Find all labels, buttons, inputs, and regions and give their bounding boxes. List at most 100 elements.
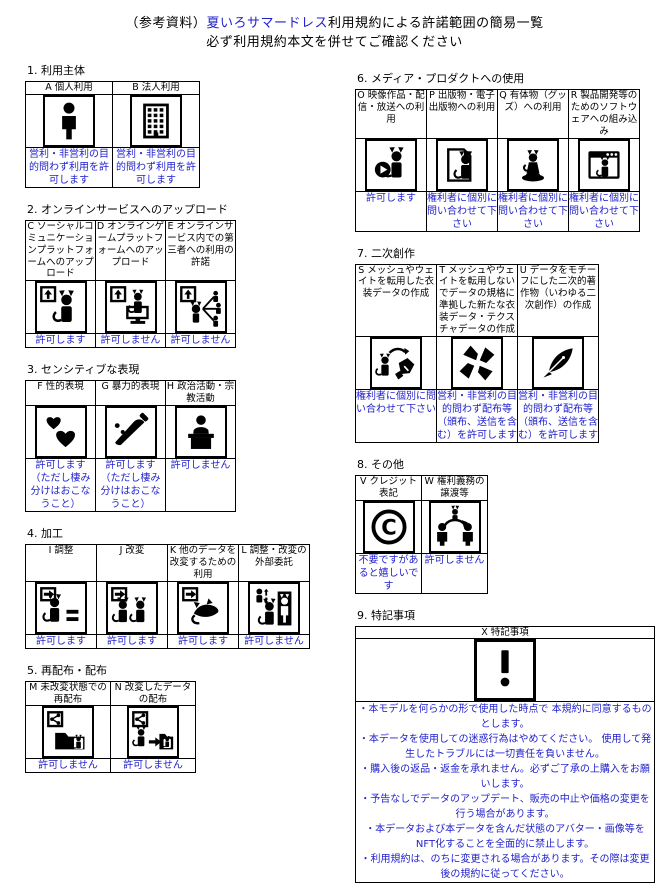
redistribute-icon <box>42 706 94 759</box>
section-label-s6: 6. メディア・プロダクトへの使用 <box>357 72 525 85</box>
section-label-s2: 2. オンラインサービスへのアップロード <box>27 202 228 216</box>
cell-icon-a <box>25 93 113 148</box>
cell-status-k: 許可します <box>167 633 239 649</box>
cell-status-m: 許可しません <box>25 758 111 774</box>
page-subtitle: 必ず利用規約本文を併せてご確認ください <box>206 35 463 50</box>
cell-header-c: C ソーシャルコミュニケーションプラットフォームへのアップロード <box>25 219 96 282</box>
cell-status-g: 許可します（ただし棲み分けはおこなうこと） <box>95 458 166 512</box>
software-icon <box>578 138 630 191</box>
page-title: （参考資料）夏いろサマードレス利用規約による許諾範囲の簡易一覧 <box>0 12 669 31</box>
cell-header-h: H 政治活動・宗教活動 <box>165 380 236 406</box>
cell-status-u: 営利・非営利の目的問わず配布等（頒布、送信を含む）を許可します <box>517 388 599 443</box>
new-costume-icon <box>451 336 503 389</box>
section-label-s1: 1. 利用主体 <box>27 64 85 77</box>
upload-game-icon <box>104 281 157 334</box>
cell-icon-l <box>238 580 310 635</box>
cell-status-b: 営利・非営利の目的問わず利用を許可します <box>112 146 200 188</box>
cell-header-o: O 映像作品・配信・放送への利用 <box>355 89 427 139</box>
cell-header-r: R 製品開発等のためのソフトウェアへの組み込み <box>568 89 640 139</box>
note-item: ・予告なしでデータのアップデート、販売の中止や価格の変更を行う場合があります。 <box>360 794 650 821</box>
cell-icon-m <box>25 705 111 760</box>
cell-status-n: 許可しません <box>110 758 196 774</box>
cell-header-q: Q 有体物（グッズ）への利用 <box>497 89 569 139</box>
cell-header-f: F 性的表現 <box>25 380 96 406</box>
cell-status-w: 許可しません <box>421 552 488 594</box>
cell-icon-s <box>355 335 437 390</box>
cell-status-v: 不要ですがあると嬉しいです <box>355 552 422 594</box>
rights-transfer-icon <box>428 500 481 553</box>
section-label-s9: 9. 特記事項 <box>357 608 415 622</box>
title-link[interactable]: 夏いろサマードレス <box>206 16 328 31</box>
video-icon <box>365 138 417 191</box>
podium-icon <box>174 406 227 458</box>
cell-icon-v: C <box>355 499 422 554</box>
mesh-reuse-icon <box>370 336 422 389</box>
knife-icon <box>104 406 157 458</box>
section-s2: 2. オンラインサービスへのアップロード C ソーシャルコミュニケーションプラット… <box>25 201 325 349</box>
cell-status-e: 許可しません <box>165 333 236 349</box>
cell-icon-e <box>165 280 236 335</box>
cell-icon-q <box>497 137 569 192</box>
section-label-s8: 8. その他 <box>357 457 404 471</box>
cell-icon-t <box>436 335 518 390</box>
cell-status-d: 許可しません <box>95 333 166 349</box>
cell-header-d: D オンラインゲームプラットフォームへのアップロード <box>95 219 166 282</box>
section-label-s3: 3. センシティブな表現 <box>27 363 140 377</box>
cell-header-l: L 調整・改変の外部委託 <box>238 544 310 582</box>
note-item: ・本データおよび本データを含んだ状態のアバター・画像等をNFT化することを全面的… <box>365 824 645 851</box>
cell-header-j: J 改変 <box>96 544 168 582</box>
pen-nib-icon <box>532 336 584 389</box>
cell-icon-f <box>25 405 96 459</box>
cell-header-t: T メッシュやウェイトを転用しないでデータの規格に準拠した新たな衣装データ・テク… <box>436 263 518 337</box>
note-item: ・購入後の返品・返金を承れません。必ずご了承の上購入をお願いします。 <box>360 764 650 791</box>
hearts-icon <box>34 406 87 458</box>
special-notes: ・本モデルを何らかの形で使用した時点で 本規約に同意するものとします。・本データ… <box>355 701 655 884</box>
upload-social-icon <box>34 281 87 334</box>
svg-text:C: C <box>381 514 396 539</box>
cell-header-g: G 暴力的表現 <box>95 380 166 406</box>
distribute-modified-icon <box>127 706 179 759</box>
outsource-icon <box>248 581 300 634</box>
cell-icon-d <box>95 280 166 335</box>
section-label-s4: 4. 加工 <box>27 527 63 540</box>
cell-header-u: U データをモチーフにした二次的著作物（いわゆる二次創作）の作成 <box>517 263 599 337</box>
cell-header-a: A 個人利用 <box>25 81 113 95</box>
note-item: ・利用規約は、のちに変更される場合があります。その際は変更後の規約に従ってくださ… <box>360 854 650 881</box>
person-icon <box>43 94 95 147</box>
note-item: ・本データを使用しての迷惑行為はやめてください。 使用して発生したトラブルには一… <box>358 734 652 761</box>
permission-table-s9: X 特記事項・本モデルを何らかの形で使用した時点で 本規約に同意するものとします… <box>355 625 655 884</box>
cell-icon-r <box>568 137 640 192</box>
cell-icon-i <box>25 580 97 635</box>
cell-status-l: 許可しません <box>238 633 310 649</box>
cell-icon-o <box>355 137 427 192</box>
cell-status-f: 許可します（ただし棲み分けはおこなうこと） <box>25 458 96 512</box>
cell-icon-u <box>517 335 599 390</box>
cell-status-p: 権利者に個別に問い合わせて下さい <box>426 190 498 232</box>
cell-status-t: 営利・非営利の目的問わず配布等（頒布、送信を含む）を許可します <box>436 388 518 443</box>
upload-share-icon <box>174 281 227 334</box>
section-label-s5: 5. 再配布・配布 <box>27 663 107 677</box>
goods-icon <box>507 138 559 191</box>
copyright-icon: C <box>362 500 415 553</box>
cell-status-i: 許可します <box>25 633 97 649</box>
modify-icon <box>106 581 158 634</box>
cell-icon-x <box>355 638 655 703</box>
exclamation-icon <box>474 639 536 702</box>
cell-header-e: E オンラインサービス内での第三者への利用の許諾 <box>165 219 236 282</box>
note-item: ・本モデルを何らかの形で使用した時点で 本規約に同意するものとします。 <box>358 704 652 731</box>
cell-header-k: K 他のデータを改変するための利用 <box>167 544 239 582</box>
cell-icon-g <box>95 405 166 459</box>
